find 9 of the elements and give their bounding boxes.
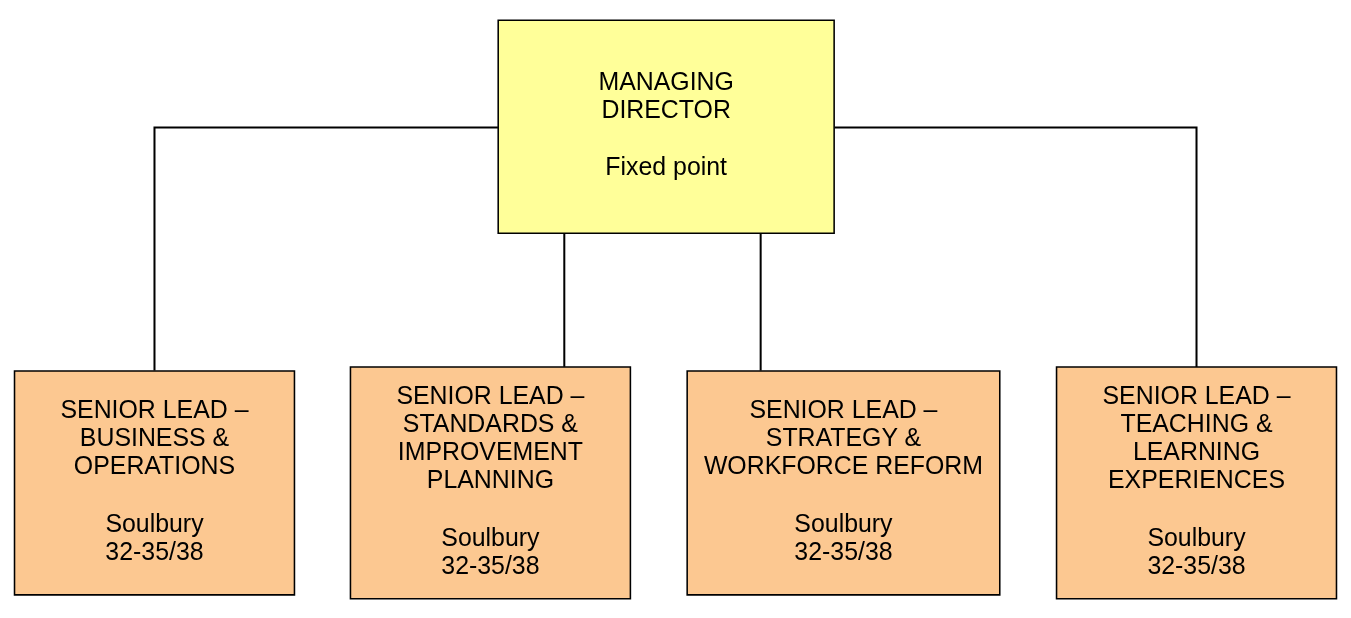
connector: [834, 126, 1198, 367]
connector: [759, 233, 762, 371]
node-box: SENIOR LEAD – STRATEGY & WORKFORCE REFORM Soulbury 32-35/38: [686, 369, 1001, 596]
node-box: MANAGING DIRECTOR Fixed point: [497, 18, 835, 234]
connector: [563, 233, 566, 367]
node-box: SENIOR LEAD – STANDARDS & IMPROVEMENT PLANNING Soulbury 32-35/38: [349, 365, 632, 600]
node-box: SENIOR LEAD – TEACHING & LEARNING EXPERIENCES Soulbury 32-35/38: [1055, 365, 1338, 600]
connector: [153, 126, 498, 370]
node-box: SENIOR LEAD – BUSINESS & OPERATIONS Soulbury 32-35/38: [13, 369, 296, 596]
